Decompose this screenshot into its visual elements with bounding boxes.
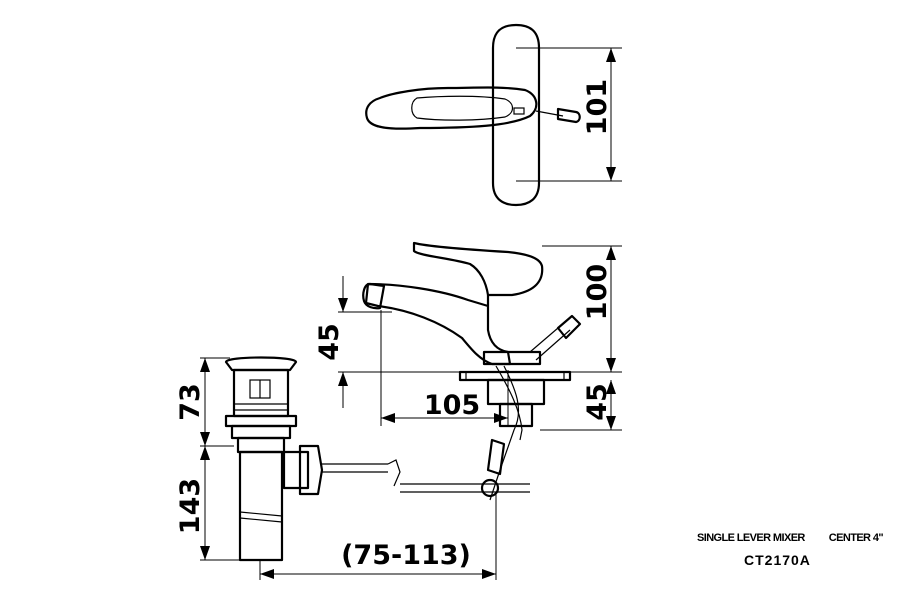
faucet-aerator (362, 282, 386, 310)
dim-45-deck-label: 45 (582, 383, 613, 421)
top-view-base-plate (491, 23, 541, 207)
pivot-housing (282, 450, 310, 490)
dim-105-label: 105 (424, 390, 480, 421)
hose-cold (489, 365, 520, 501)
top-view: 101 (365, 23, 622, 207)
faucet-handle (412, 241, 544, 297)
faucet-body (364, 282, 512, 366)
dim-45-spout-label: 45 (314, 323, 345, 361)
top-view-hose-end (556, 107, 581, 124)
product-center: CENTER 4" (828, 532, 884, 544)
dim-100-label: 100 (582, 264, 613, 320)
hose-fitting-high (556, 314, 582, 340)
hose-fitting-low (486, 438, 506, 476)
top-view-logo (513, 107, 525, 115)
faucet-front-view: 45 100 45 105 (314, 241, 622, 501)
top-view-lever-inner (411, 95, 514, 121)
drain-cap (224, 356, 298, 372)
drain-assembly: 73 143 (75-113) (175, 356, 530, 580)
dim-75-113-label: (75-113) (341, 540, 471, 571)
drain-pipe (238, 450, 284, 562)
dim-143-label: 143 (175, 478, 206, 534)
fixing-nut (486, 378, 546, 406)
model-code: CT2170A (744, 552, 811, 568)
hose-hot (495, 365, 523, 441)
product-caption: SINGLE LEVER MIXER CENTER 4" (697, 532, 884, 544)
drain-collar (236, 436, 286, 454)
dim-73-label: 73 (175, 383, 206, 421)
drain-flange (224, 414, 298, 428)
pivot-nut (298, 444, 324, 496)
product-name: SINGLE LEVER MIXER (697, 532, 805, 544)
rod-clip (480, 478, 500, 498)
drain-body (232, 368, 290, 418)
faucet-base (482, 350, 542, 366)
countertop (458, 370, 572, 382)
dim-101-label: 101 (582, 79, 613, 135)
drain-nut (230, 424, 292, 440)
top-view-lever (365, 86, 538, 130)
rod-break (387, 459, 401, 487)
